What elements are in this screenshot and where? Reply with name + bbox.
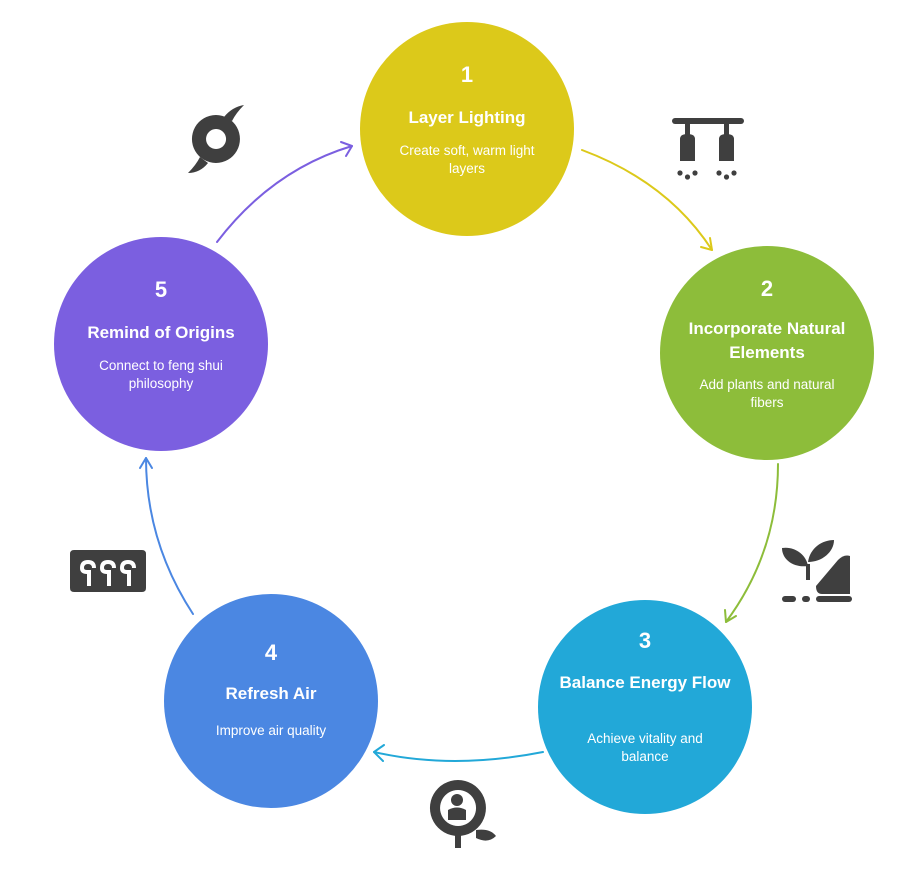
step-4-number: 4 (264, 640, 278, 665)
pendant-lights-icon (672, 118, 744, 180)
arrow-2-to-3-head (724, 609, 737, 623)
step-5-circle: 5 Remind of Origins Connect to feng shui… (54, 237, 268, 451)
swirl-icon (188, 105, 244, 173)
arrow-3-to-4 (373, 751, 544, 762)
meditation-energy-icon (429, 780, 496, 848)
air-flow-icon (70, 550, 146, 592)
arrow-3-to-4-head (373, 744, 385, 762)
step-4-title: Refresh Air (225, 684, 317, 703)
step-5-number: 5 (154, 277, 168, 302)
step-1-title: Layer Lighting (408, 108, 526, 127)
step-2-description: Add plants and natural fibers (699, 377, 835, 410)
step-2-title: Incorporate Natural Elements (688, 319, 846, 362)
step-4-circle: 4 Refresh Air Improve air quality (164, 594, 378, 808)
arrow-1-to-2-head (700, 237, 713, 251)
step-1-description: Create soft, warm light layers (399, 143, 535, 176)
plant-hand-icon (782, 540, 852, 602)
step-3-title: Balance Energy Flow (559, 673, 731, 692)
step-5-title: Remind of Origins (87, 323, 235, 342)
arrow-5-to-1 (216, 145, 353, 243)
step-1-circle: 1 Layer Lighting Create soft, warm light… (360, 22, 574, 236)
step-1-number: 1 (460, 62, 474, 87)
arrow-1-to-2 (581, 149, 713, 251)
arrow-2-to-3 (725, 463, 779, 623)
arrow-5-to-1-head (340, 141, 353, 157)
step-5-description: Connect to feng shui philosophy (99, 358, 223, 391)
arrow-4-to-5-head (139, 457, 153, 469)
step-3-description: Achieve vitality and balance (587, 731, 703, 764)
step-3-number: 3 (638, 628, 652, 653)
step-3-circle: 3 Balance Energy Flow Achieve vitality a… (538, 600, 752, 814)
step-2-number: 2 (760, 276, 774, 301)
arrow-4-to-5 (145, 457, 194, 615)
step-2-circle: 2 Incorporate Natural Elements Add plant… (660, 246, 874, 460)
step-4-description: Improve air quality (215, 723, 327, 738)
